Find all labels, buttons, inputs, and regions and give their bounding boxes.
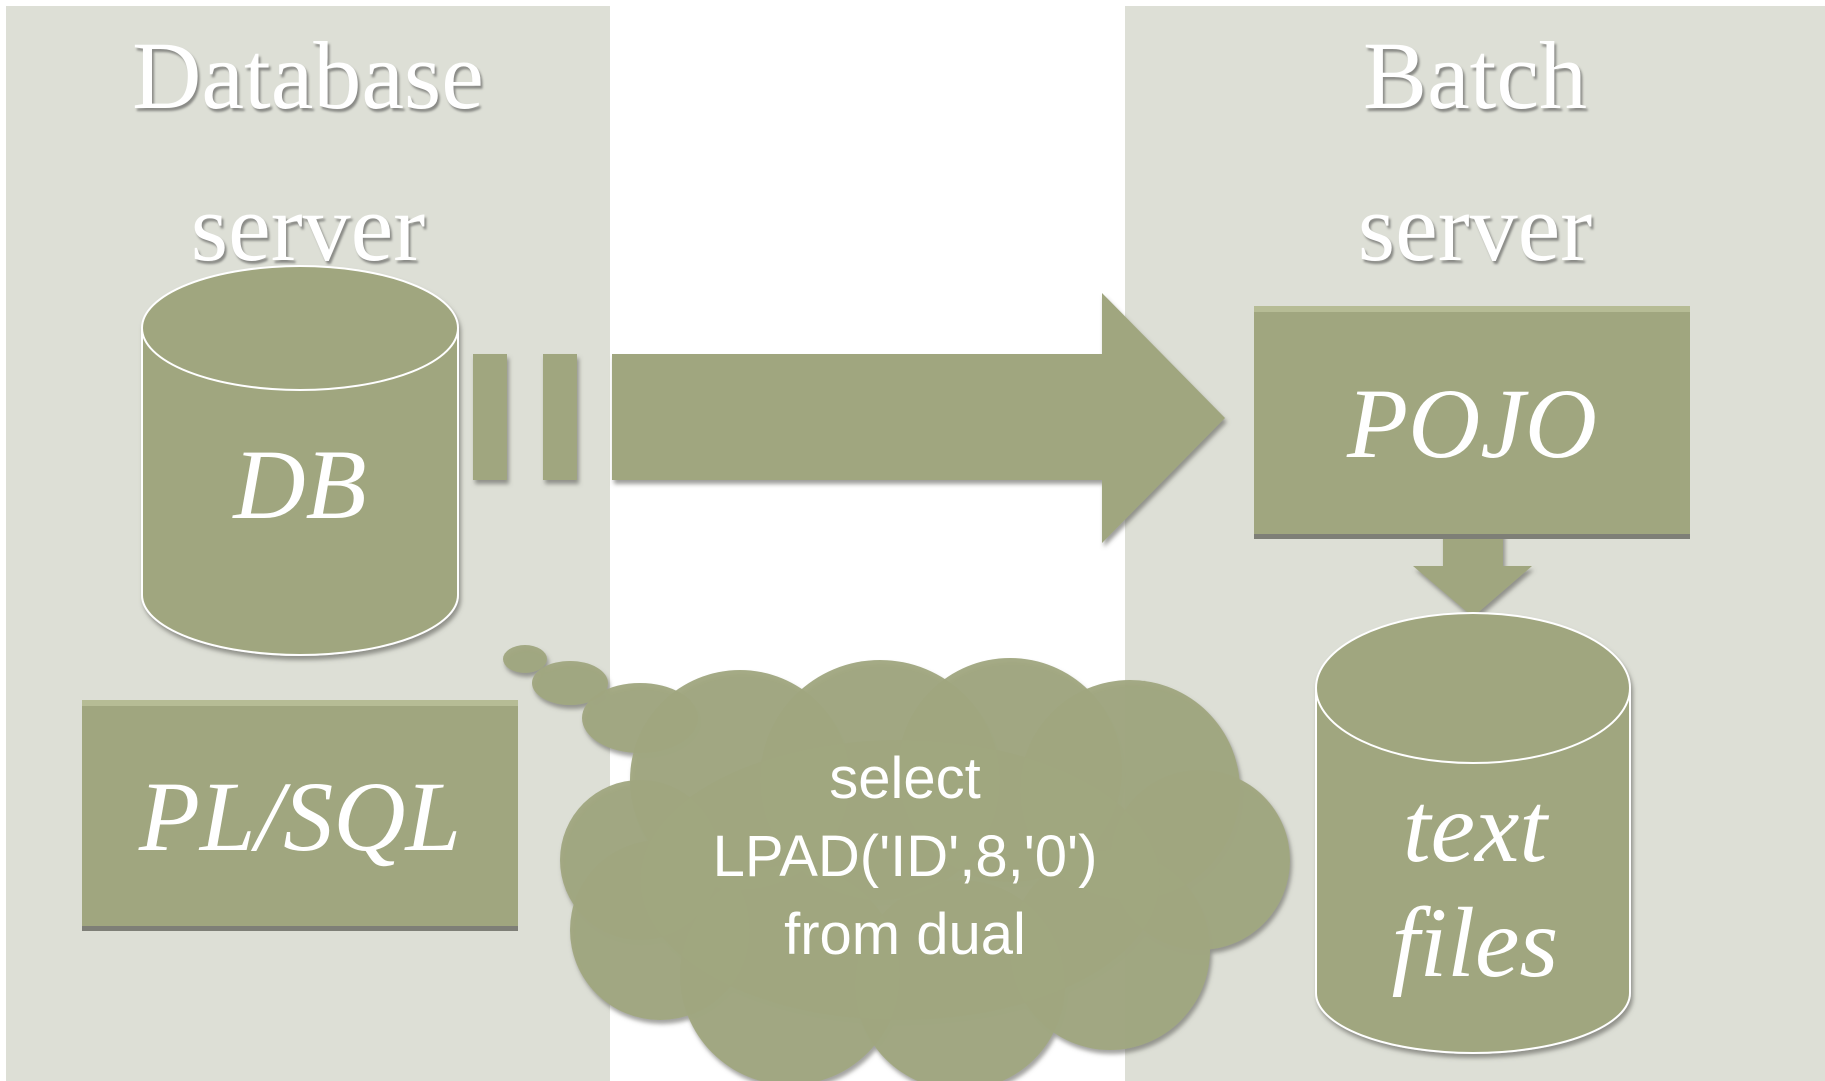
title-line: server	[1357, 174, 1593, 281]
title-line: Batch	[1363, 22, 1587, 129]
files-cylinder	[1315, 612, 1631, 1054]
text-files-label: text files	[1315, 770, 1635, 1000]
files-label-line: files	[1391, 887, 1559, 998]
pojo-label: POJO	[1347, 367, 1597, 479]
plsql-box: PL/SQL	[82, 700, 518, 926]
sql-line: select	[829, 746, 981, 811]
thought-bubble	[503, 645, 1290, 1081]
thought-bubble-text: select LPAD('ID',8,'0') from dual	[640, 740, 1170, 974]
transfer-arrow	[473, 293, 1225, 543]
plsql-label: PL/SQL	[138, 760, 462, 872]
batch-server-title: Batch server	[1125, 0, 1825, 304]
db-label: DB	[233, 429, 367, 540]
sql-line: LPAD('ID',8,'0')	[712, 824, 1098, 889]
sql-line: from dual	[784, 902, 1026, 967]
db-cylinder	[141, 265, 459, 656]
title-line: server	[190, 174, 426, 281]
database-server-title: Database server	[6, 0, 610, 304]
pojo-box: POJO	[1254, 306, 1690, 534]
files-label-line: text	[1402, 772, 1548, 883]
title-line: Database	[132, 22, 484, 129]
pojo-to-files-arrow	[1413, 522, 1532, 617]
